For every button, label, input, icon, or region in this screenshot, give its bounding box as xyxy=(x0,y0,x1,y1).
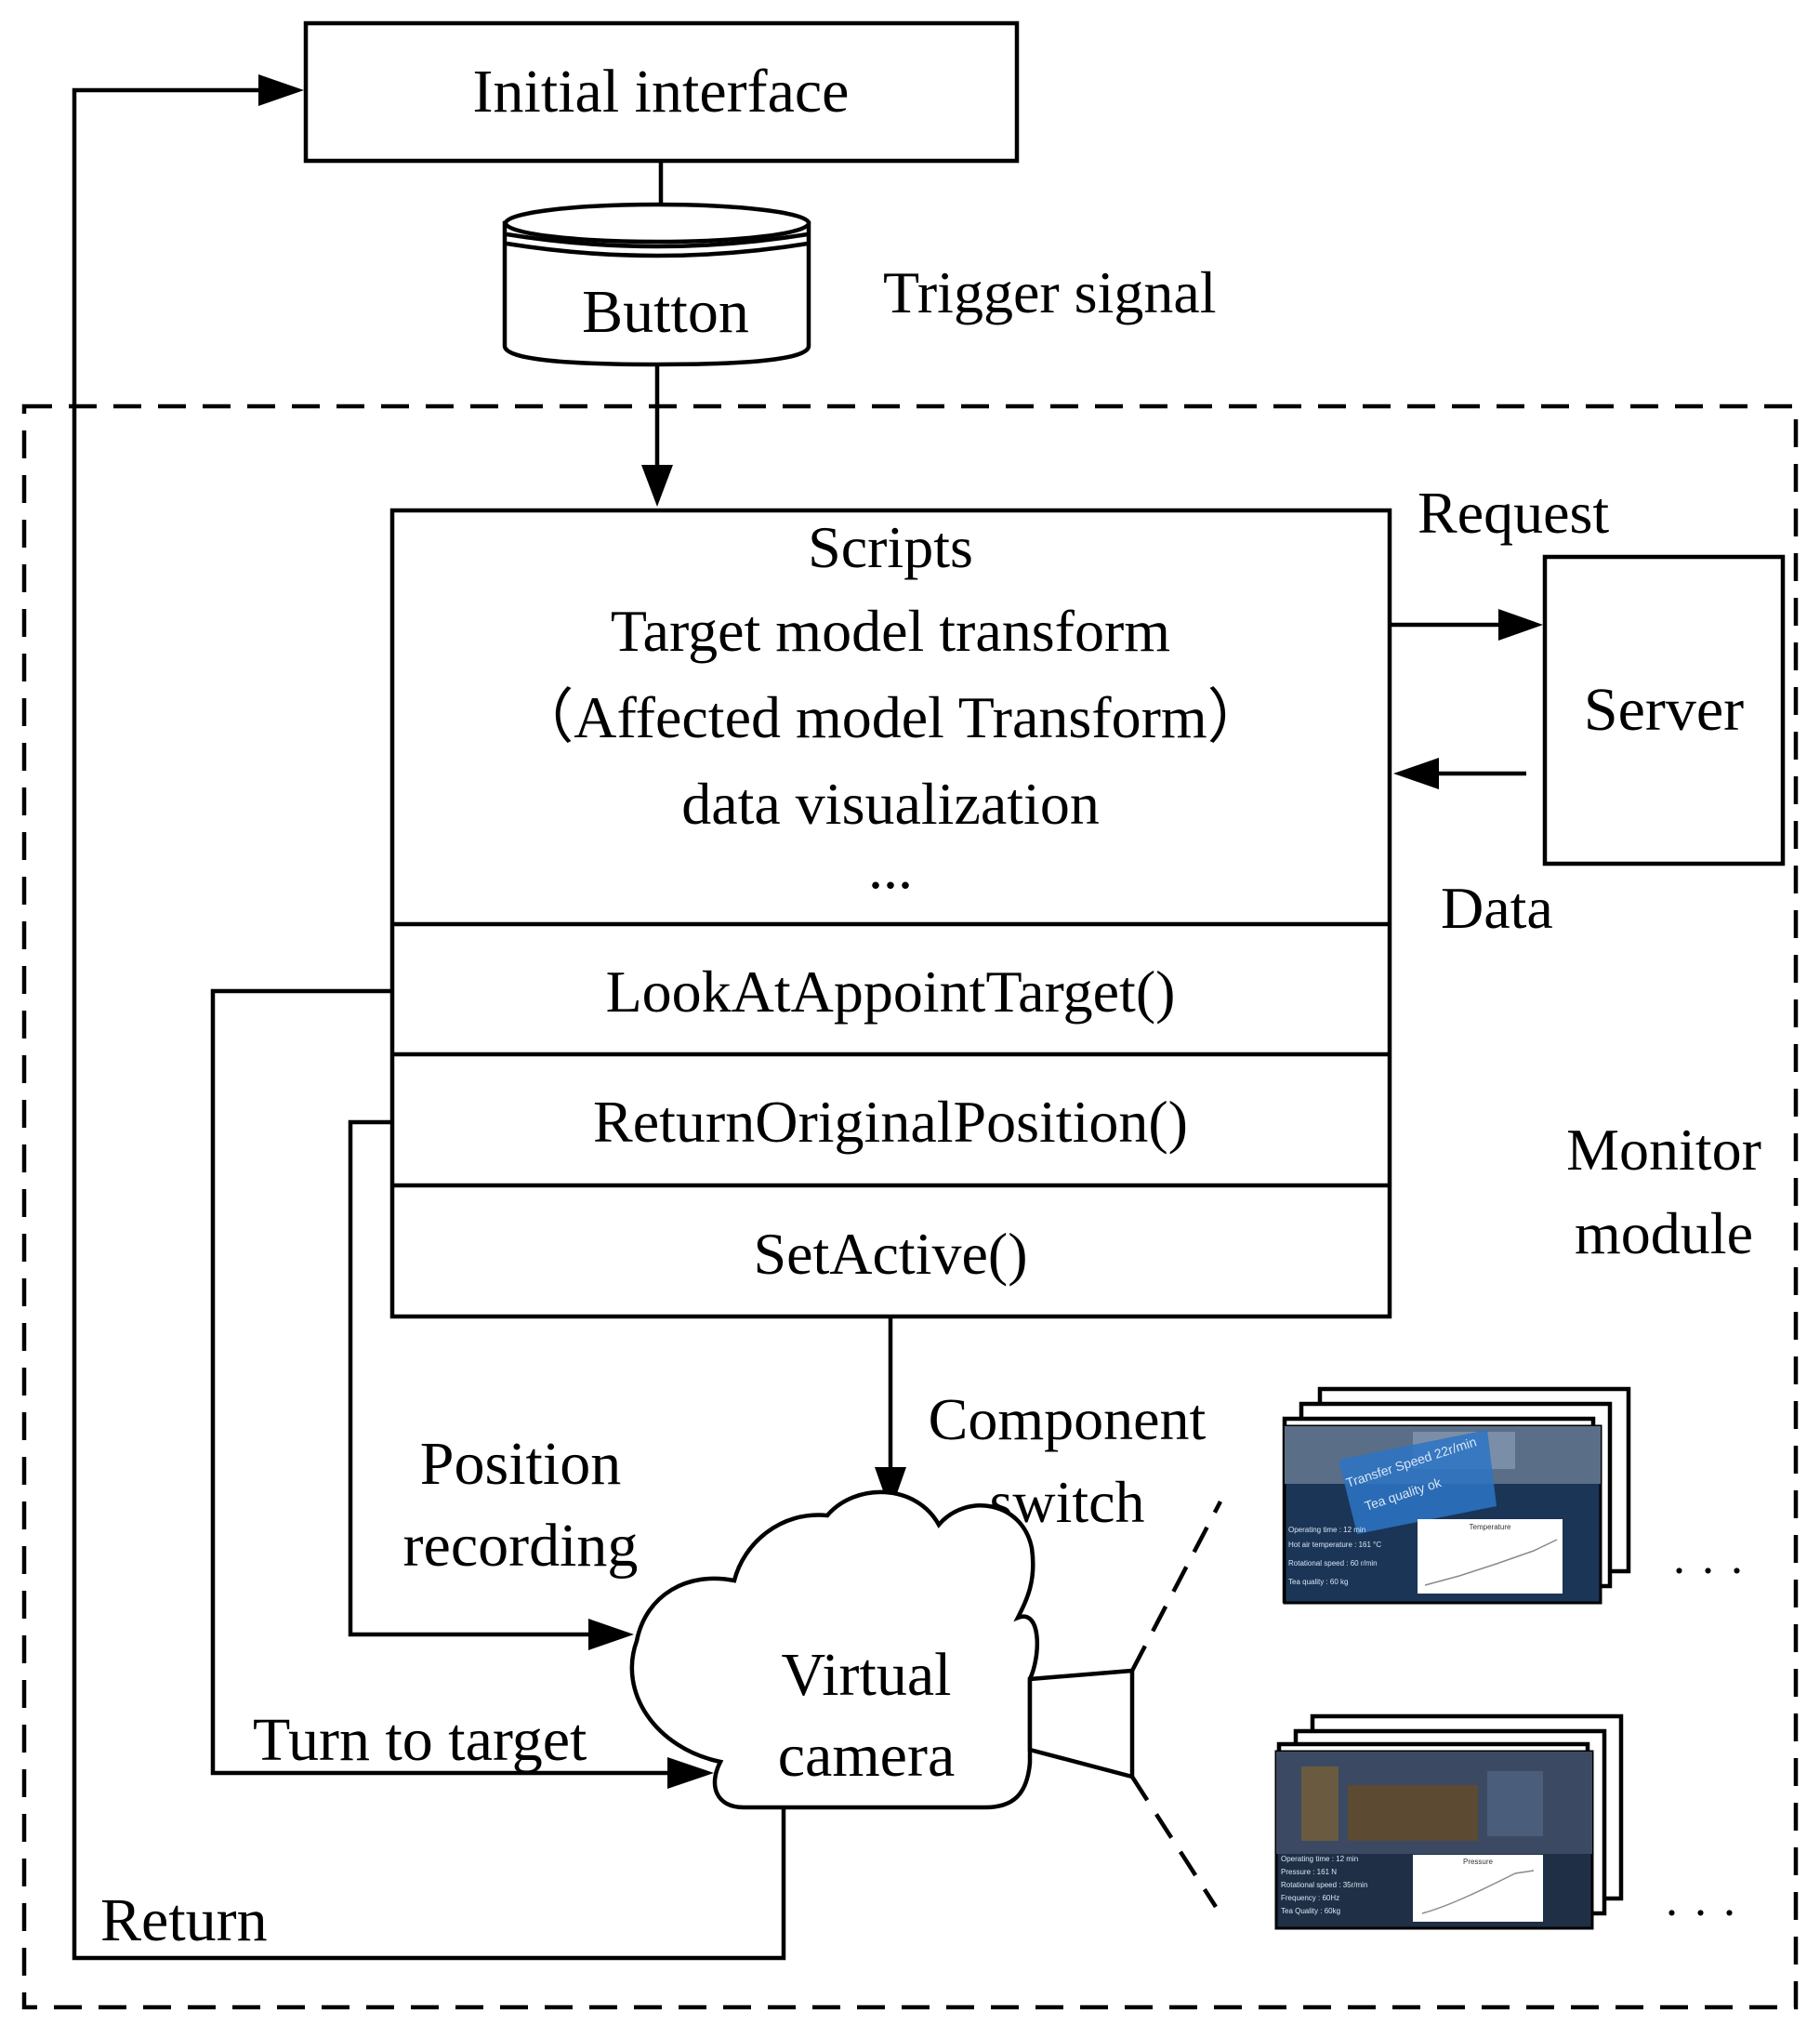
monitor-screen-stack-top: Transfer Speed 22r/min Tea quality ok Op… xyxy=(1282,1386,1631,1605)
virtual-camera-cloud xyxy=(629,1489,1039,1810)
initial-interface-box xyxy=(303,20,1020,164)
monitor-module-boundary xyxy=(21,403,1799,2010)
scripts-box xyxy=(389,508,1392,1319)
virtual-camera-label-1: Virtual xyxy=(782,1641,952,1709)
request-arrowhead xyxy=(1498,609,1543,641)
scripts-title: Scripts xyxy=(808,514,973,580)
position-recording-label-1: Position xyxy=(420,1430,621,1498)
initial-interface-label: Initial interface xyxy=(473,58,850,126)
return-loop-line xyxy=(72,87,786,1961)
method-set-active: SetActive() xyxy=(754,1221,1028,1287)
method-return-original-position: ReturnOriginalPosition() xyxy=(593,1089,1188,1155)
component-switch-label-1: Component xyxy=(929,1386,1207,1452)
position-recording-line xyxy=(348,1119,590,1637)
return-label: Return xyxy=(100,1886,268,1954)
bottom-screen-stat-5: Tea Quality : 60kg xyxy=(1281,1907,1340,1915)
button-to-scripts-arrowhead xyxy=(641,465,673,507)
turn-to-target-label: Turn to target xyxy=(253,1706,587,1774)
request-label: Request xyxy=(1418,480,1609,546)
data-label: Data xyxy=(1441,875,1553,941)
data-arrowhead xyxy=(1393,758,1439,789)
top-screen-stat-2: Hot air temperature : 161 °C xyxy=(1288,1541,1381,1549)
server-label: Server xyxy=(1584,676,1744,744)
method-look-at-appoint-target: LookAtAppointTarget() xyxy=(606,959,1176,1025)
scripts-line-affected-model: （Affected model Transform） xyxy=(514,684,1266,750)
button-label: Button xyxy=(582,278,749,346)
server-box xyxy=(1542,554,1786,866)
virtual-camera-label-2: camera xyxy=(778,1722,956,1790)
trigger-signal-label: Trigger signal xyxy=(883,259,1217,325)
top-screen-stat-3: Rotational speed : 60 r/min xyxy=(1288,1559,1378,1568)
scripts-line-target-model: Target model transform xyxy=(611,598,1170,664)
bottom-screen-stat-4: Frequency : 60Hz xyxy=(1281,1894,1339,1902)
bottom-screen-chart-title: Pressure xyxy=(1463,1858,1494,1866)
position-recording-label-2: recording xyxy=(403,1512,639,1580)
monitor-screen-stack-bottom: Operating time : 12 min Pressure : 161 N… xyxy=(1274,1713,1624,1930)
projection-line-bottom xyxy=(1130,1775,1218,1909)
position-recording-arrowhead xyxy=(588,1619,634,1650)
bottom-stack-ellipsis: ... xyxy=(1666,1873,1752,1926)
bottom-screen-stat-3: Rotational speed : 35r/min xyxy=(1281,1881,1367,1889)
top-screen-stat-4: Tea quality : 60 kg xyxy=(1288,1578,1348,1586)
return-arrowhead xyxy=(258,74,304,106)
top-screen-stat-1: Operating time : 12 min xyxy=(1288,1526,1365,1534)
top-stack-ellipsis: ... xyxy=(1673,1531,1760,1584)
component-switch-arrowhead xyxy=(875,1467,906,1512)
scripts-header: Scripts Target model transform （Affected… xyxy=(514,514,1266,901)
turn-to-target-line xyxy=(210,988,669,1776)
camera-lens xyxy=(1027,1668,1135,1779)
scripts-line-ellipsis: ... xyxy=(868,835,913,901)
monitor-label-line-2: module xyxy=(1575,1200,1753,1266)
button-cylinder xyxy=(502,202,811,367)
scripts-line-data-visualization: data visualization xyxy=(681,771,1100,837)
monitor-label-line-1: Monitor xyxy=(1566,1117,1761,1183)
top-screen-chart-title: Temperature xyxy=(1470,1523,1511,1531)
turn-to-target-arrowhead xyxy=(667,1757,714,1789)
projection-line-top xyxy=(1130,1500,1222,1673)
bottom-screen-stat-2: Pressure : 161 N xyxy=(1281,1868,1337,1876)
bottom-screen-stat-1: Operating time : 12 min xyxy=(1281,1855,1358,1863)
